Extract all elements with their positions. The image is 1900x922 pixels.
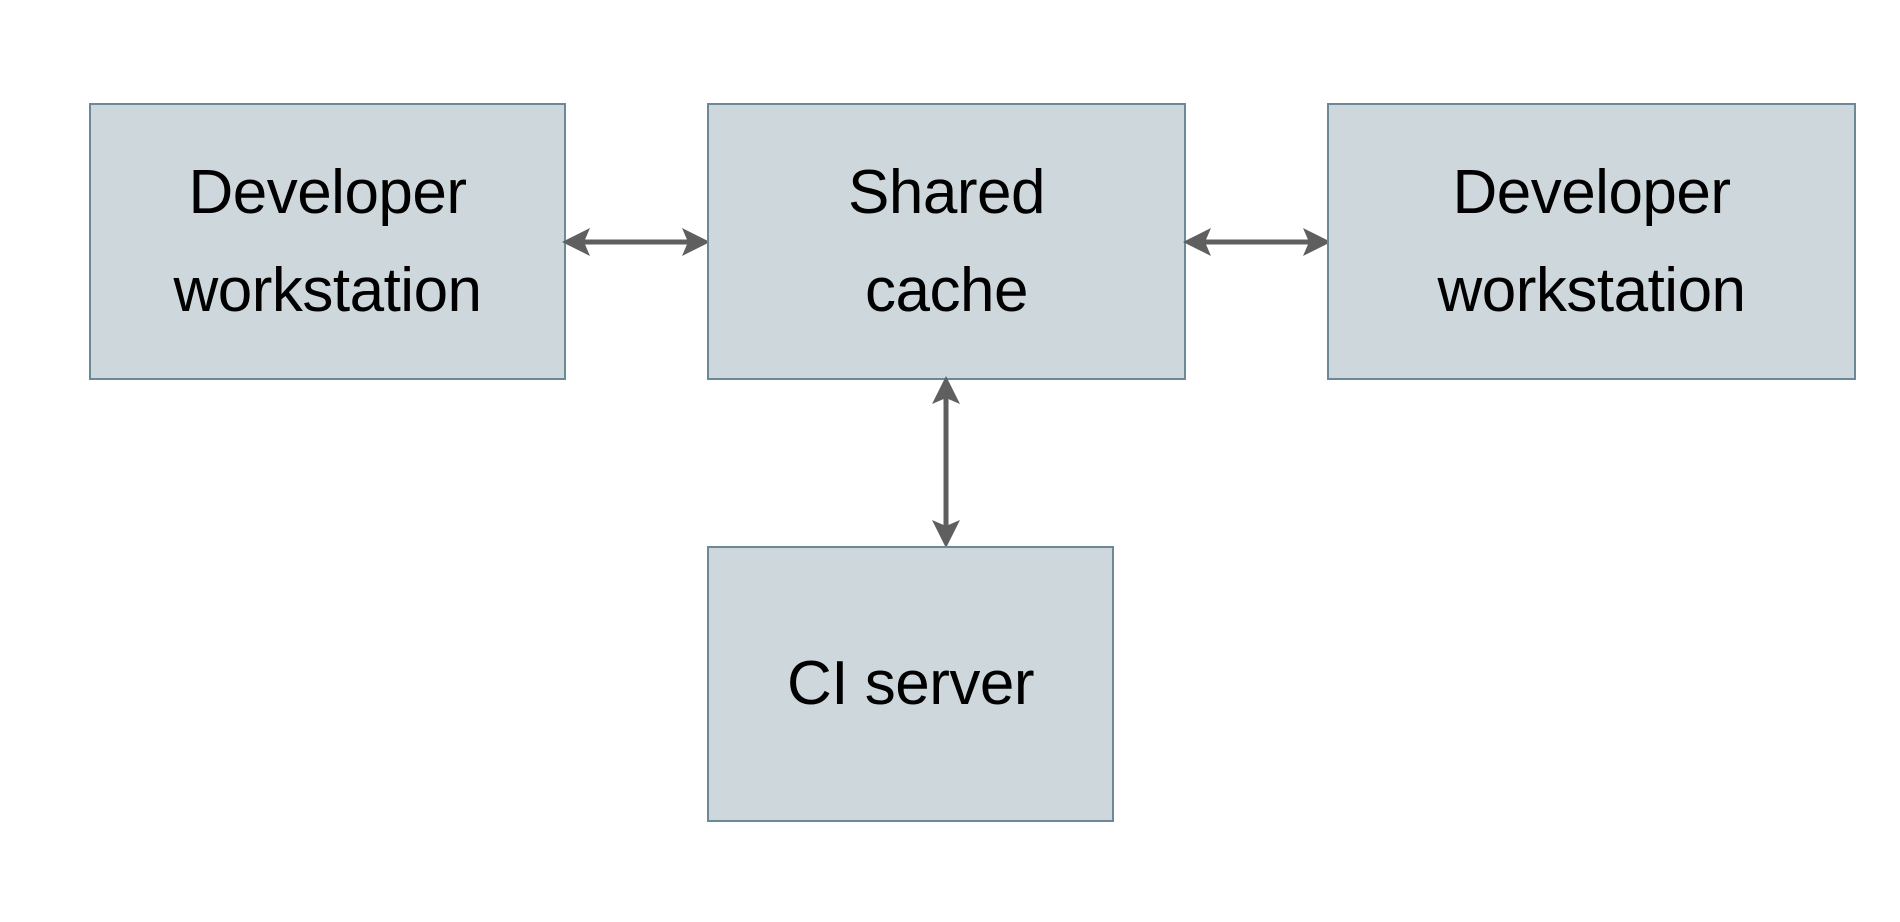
- double-arrow-icon: [562, 228, 710, 256]
- node-ci-server[interactable]: CI server: [707, 546, 1114, 822]
- node-developer-workstation-right[interactable]: Developer workstation: [1327, 103, 1856, 380]
- connector-left-workstation-to-shared-cache[interactable]: [560, 218, 712, 266]
- connector-shared-cache-to-ci-server[interactable]: [922, 374, 970, 550]
- connector-shared-cache-to-right-workstation[interactable]: [1181, 218, 1333, 266]
- arrowhead-left-icon: [1183, 228, 1211, 256]
- double-arrow-icon: [932, 376, 960, 548]
- node-shared-cache[interactable]: Shared cache: [707, 103, 1186, 380]
- node-label: Developer workstation: [1437, 157, 1746, 325]
- node-developer-workstation-left[interactable]: Developer workstation: [89, 103, 566, 380]
- node-label: Developer workstation: [173, 157, 482, 325]
- arrowhead-right-icon: [1303, 228, 1331, 256]
- arrowhead-right-icon: [682, 228, 710, 256]
- double-arrow-icon: [1183, 228, 1331, 256]
- node-label: Shared cache: [848, 157, 1045, 325]
- arrowhead-left-icon: [562, 228, 590, 256]
- arrowhead-down-icon: [932, 520, 960, 548]
- node-label: CI server: [787, 649, 1034, 718]
- arrowhead-up-icon: [932, 376, 960, 404]
